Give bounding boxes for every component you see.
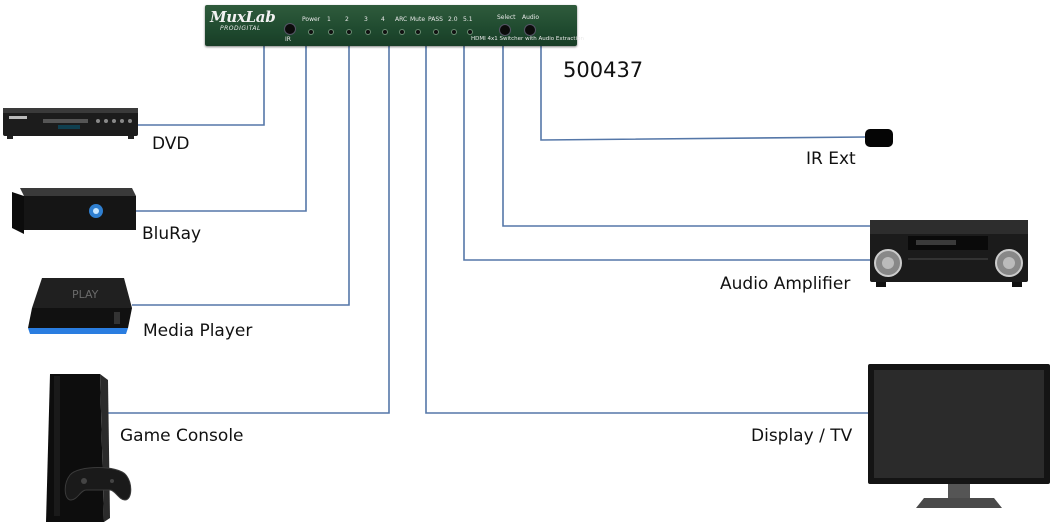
wire-ir-ext <box>540 46 867 141</box>
ir-extender-icon <box>865 129 893 147</box>
input-3-led-icon <box>365 29 371 35</box>
wire-media-player <box>132 46 350 306</box>
label-power: Power <box>302 16 321 23</box>
label-mute: Mute <box>410 16 426 23</box>
ir-receiver-icon <box>284 23 296 35</box>
game-console-icon <box>46 374 132 522</box>
svg-text:PLAY: PLAY <box>72 288 99 301</box>
mute-led-icon <box>415 29 421 35</box>
2-0-led-icon <box>451 29 457 35</box>
label-arc: ARC <box>395 16 408 23</box>
audio-amplifier-label: Audio Amplifier <box>720 274 851 294</box>
input-1-led-icon <box>328 29 334 35</box>
label-5-1: 5.1 <box>463 16 473 23</box>
label-2-0: 2.0 <box>448 16 458 23</box>
label-audio: Audio <box>522 14 540 21</box>
switcher-brand-sub: PRODIGITAL <box>220 25 261 32</box>
bluray-player-icon <box>12 188 136 234</box>
power-led-icon <box>308 29 314 35</box>
switcher-brand: MuxLab <box>210 8 276 26</box>
label-pass: PASS <box>428 16 443 23</box>
label-select: Select <box>497 14 516 21</box>
bluray-label: BluRay <box>142 224 202 244</box>
media-player-icon: PLAY <box>28 278 132 334</box>
ir-label: IR <box>285 36 291 43</box>
label-input-3: 3 <box>364 16 368 23</box>
input-4-led-icon <box>382 29 388 35</box>
arc-led-icon <box>399 29 405 35</box>
switcher-description: HDMI 4x1 Switcher with Audio Extraction <box>471 36 584 42</box>
input-2-led-icon <box>346 29 352 35</box>
wire-audio-amp-audio <box>502 46 870 227</box>
media-player-label: Media Player <box>143 321 253 341</box>
dvd-label: DVD <box>152 134 190 154</box>
ir-ext-label: IR Ext <box>806 149 856 169</box>
wire-game-console <box>106 46 390 414</box>
wire-display <box>425 46 868 414</box>
wire-ir <box>138 46 265 126</box>
display-tv-label: Display / TV <box>751 426 853 446</box>
audio-amplifier-icon <box>870 220 1028 287</box>
display-tv-icon <box>868 364 1050 508</box>
game-console-label: Game Console <box>120 426 244 446</box>
pass-led-icon <box>433 29 439 35</box>
wire-bluray <box>136 46 307 212</box>
dvd-player-icon <box>3 108 138 139</box>
label-input-2: 2 <box>345 16 349 23</box>
audio-button-icon <box>524 24 536 36</box>
5-1-led-icon <box>467 29 473 35</box>
select-button-icon <box>499 24 511 36</box>
wire-audio-amp-hdmi <box>463 46 870 261</box>
model-number: 500437 <box>563 58 644 82</box>
label-input-4: 4 <box>381 16 385 23</box>
label-input-1: 1 <box>327 16 331 23</box>
hdmi-switcher: MuxLab PRODIGITAL IR Power 1 2 3 4 ARC M… <box>205 5 584 46</box>
